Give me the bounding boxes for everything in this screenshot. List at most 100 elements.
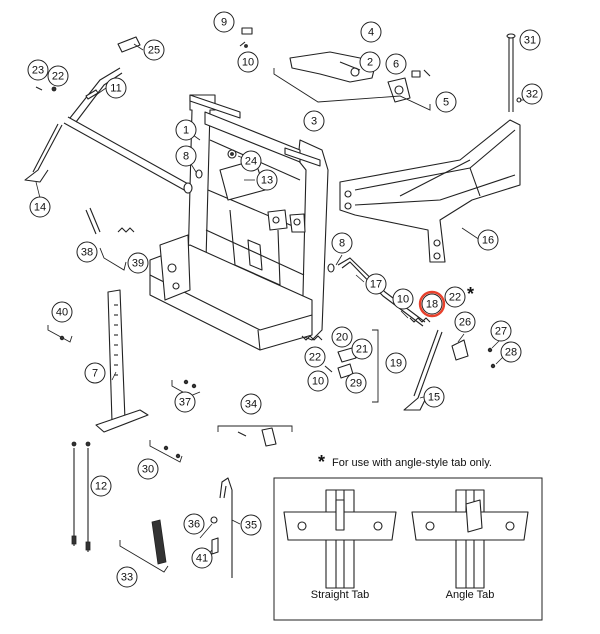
callout-circle — [351, 338, 373, 360]
callout-label: 16 — [482, 235, 494, 247]
callout-label: 33 — [121, 572, 133, 584]
callout-label: 21 — [356, 344, 368, 356]
hardware-group-19 — [301, 329, 379, 403]
hardware-40 — [47, 325, 73, 343]
callout-30: 30 — [137, 458, 159, 480]
callout-label: 5 — [443, 97, 449, 109]
hardware-30 — [149, 440, 183, 463]
callout-circle — [76, 241, 98, 263]
callout-14: 14 — [29, 196, 51, 218]
callout-circle — [365, 273, 387, 295]
callout-22c: 22 — [304, 346, 326, 368]
mount-bracket-part-3 — [289, 51, 411, 103]
callout-24: 24 — [240, 150, 262, 172]
callout-13: 13 — [256, 169, 278, 191]
callout-label: 34 — [245, 399, 257, 411]
callout-label: 4 — [368, 27, 374, 39]
callout-10c: 10 — [307, 370, 329, 392]
callout-circle — [183, 513, 205, 535]
note-legend: * For use with angle-style tab only. — [318, 452, 492, 472]
callout-label: 14 — [34, 202, 46, 214]
callout-2: 2 — [359, 51, 381, 73]
callout-22b: 22 — [444, 286, 466, 308]
hardware-34 — [217, 425, 293, 447]
callout-32: 32 — [521, 83, 543, 105]
callout-circle — [240, 393, 262, 415]
callout-circle — [331, 326, 353, 348]
callout-label: 40 — [56, 307, 68, 319]
callout-16: 16 — [477, 229, 499, 251]
callout-40: 40 — [51, 301, 73, 323]
callout-circle — [490, 320, 512, 342]
callout-circle — [521, 83, 543, 105]
callout-18: 18 — [418, 290, 446, 318]
callout-34: 34 — [240, 393, 262, 415]
spring-part-18 — [409, 317, 431, 323]
callout-9: 9 — [213, 11, 235, 33]
callout-12: 12 — [90, 475, 112, 497]
callout-circle — [47, 65, 69, 87]
callout-label: 37 — [179, 397, 191, 409]
callout-circle — [303, 110, 325, 132]
callout-circle — [304, 346, 326, 368]
callout-3: 3 — [303, 110, 325, 132]
callout-circle — [29, 196, 51, 218]
knob-part-26 — [451, 339, 469, 361]
callout-label: 10 — [242, 57, 254, 69]
callout-17: 17 — [365, 273, 387, 295]
callout-circle — [345, 372, 367, 394]
callout-label: 23 — [32, 65, 44, 77]
callout-circle — [331, 232, 353, 254]
callout-circle — [256, 169, 278, 191]
callout-label: 31 — [524, 35, 536, 47]
callout-circle — [477, 229, 499, 251]
callout-circle — [500, 341, 522, 363]
callout-label: 12 — [95, 481, 107, 493]
hardware-41 — [211, 537, 219, 555]
callout-label: 7 — [92, 368, 98, 380]
callout-22a: 22 — [47, 65, 69, 87]
callout-label: 38 — [81, 247, 93, 259]
callout-label: 30 — [142, 464, 154, 476]
hardware-23 — [35, 86, 57, 92]
hardware-24 — [227, 149, 237, 159]
rods-part-12 — [71, 441, 91, 552]
callout-circle — [143, 39, 165, 61]
callout-39: 39 — [127, 252, 149, 274]
callout-label: 2 — [367, 57, 373, 69]
highlight-ring — [418, 290, 446, 318]
callout-38: 38 — [76, 241, 98, 263]
callout-label: 29 — [350, 378, 362, 390]
callout-label: 27 — [495, 326, 507, 338]
note-text: For use with angle-style tab only. — [332, 457, 492, 469]
callout-label: 17 — [370, 279, 382, 291]
callout-label: 19 — [390, 358, 402, 370]
callout-circle — [27, 59, 49, 81]
callout-circle — [105, 77, 127, 99]
callout-label: 10 — [397, 294, 409, 306]
hardware-36 — [210, 516, 218, 524]
callout-circle — [127, 252, 149, 274]
callout-26: 26 — [454, 311, 476, 333]
callout-label: 28 — [505, 347, 517, 359]
callout-circle — [444, 286, 466, 308]
callout-label: 8 — [183, 151, 189, 163]
callout-5: 5 — [435, 91, 457, 113]
callout-label: 10 — [312, 376, 324, 388]
callout-circle — [519, 29, 541, 51]
callout-label: 1 — [183, 125, 189, 137]
a-frame-part-16 — [339, 119, 521, 263]
callout-15: 15 — [423, 386, 445, 408]
callout-circle — [240, 150, 262, 172]
callout-10a: 10 — [237, 51, 259, 73]
hardware-37 — [171, 379, 201, 397]
callout-41: 41 — [191, 547, 213, 569]
callout-circle — [454, 311, 476, 333]
callout-37: 37 — [174, 391, 196, 413]
angle-tab-label: Angle Tab — [446, 589, 495, 601]
callout-8a: 8 — [175, 145, 197, 167]
rod-part-31 — [506, 33, 516, 112]
callout-23: 23 — [27, 59, 49, 81]
callout-circle — [174, 391, 196, 413]
callout-label: 22 — [52, 71, 64, 83]
